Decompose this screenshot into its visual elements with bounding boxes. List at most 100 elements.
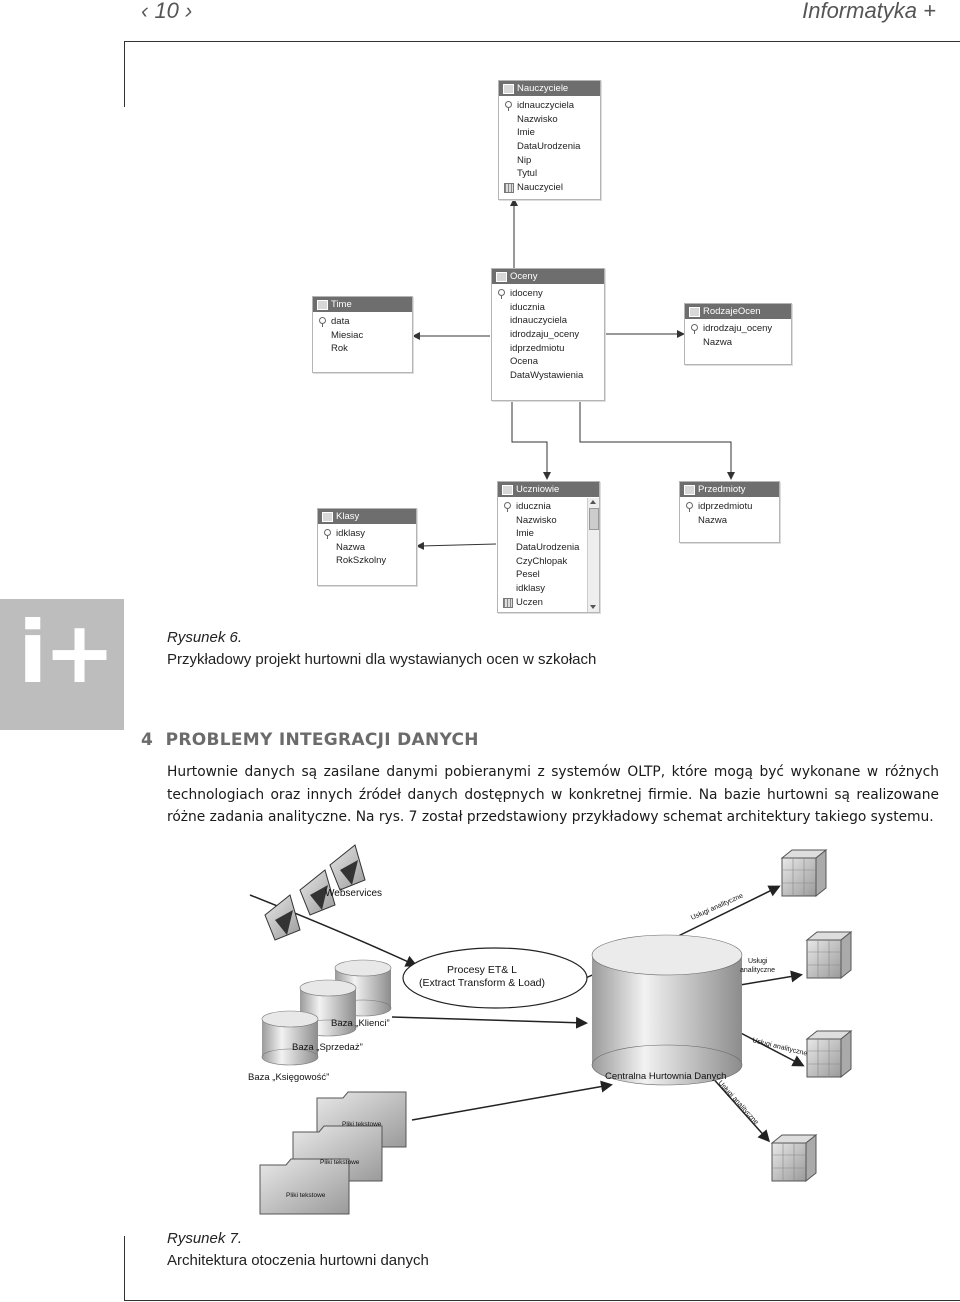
journal-title: Informatyka +	[802, 0, 936, 23]
connector-uczniowie-klasy	[416, 541, 497, 550]
table-field-label: Rok	[331, 343, 348, 355]
table-field-label: Miesiac	[331, 329, 364, 341]
arrow-central-cube4	[709, 1074, 770, 1143]
iplus-badge: i+	[0, 599, 124, 730]
table-field: idklasy	[318, 527, 416, 541]
table-field-label: Imie	[517, 127, 535, 139]
section-number: 4	[141, 730, 154, 750]
table-field: idoceny	[492, 287, 604, 301]
table-title: Nauczyciele	[517, 83, 569, 94]
table-field-label: Pesel	[516, 569, 540, 581]
central-warehouse-label: Centralna Hurtownia Danych	[605, 1071, 726, 1082]
table-field: Nazwa	[685, 336, 791, 350]
scrollbar[interactable]	[587, 498, 599, 612]
etl-label-line1: Procesy ET& L	[447, 964, 517, 976]
calendar-field-icon	[503, 597, 513, 608]
table-field-label: DataUrodzenia	[517, 141, 581, 153]
figure7-label: Rysunek 7.	[167, 1230, 243, 1247]
table-icon	[317, 300, 328, 310]
table-field-label: idprzedmiotu	[510, 342, 565, 354]
table-field: DataUrodzenia	[499, 140, 600, 154]
table-icon	[496, 272, 507, 282]
table-field-label: Uczen	[516, 596, 543, 608]
etl-label-line2: (Extract Transform & Load)	[419, 977, 545, 989]
file-label-3: Pliki tekstowe	[286, 1192, 326, 1199]
table-field: Rok	[313, 342, 412, 356]
arrow-webservices-etl	[249, 894, 418, 967]
primary-key-icon	[505, 101, 512, 111]
table-field-label: idnauczyciela	[517, 100, 575, 111]
table-title: RodzajeOcen	[703, 306, 761, 317]
arrow-db-central	[391, 1016, 588, 1029]
figure6-caption: Przykładowy projekt hurtowni dla wystawi…	[167, 651, 597, 668]
arrow-central-cube2	[739, 970, 803, 986]
table-field: Imie	[498, 527, 599, 541]
table-field: Nazwa	[318, 541, 416, 555]
page-number: ‹ 10 ›	[141, 0, 193, 23]
figure6-label: Rysunek 6.	[167, 629, 243, 646]
table-field: idnauczyciela	[492, 314, 604, 328]
primary-key-icon	[504, 502, 511, 512]
service-label-3: Usługi analityczne	[752, 1037, 809, 1057]
scroll-down-arrow-icon[interactable]	[590, 605, 596, 609]
table-field: Ocena	[492, 355, 604, 369]
table-field: RokSzkolny	[318, 554, 416, 568]
table-field-label: iducznia	[516, 501, 551, 512]
arrow-central-cube3	[734, 1029, 805, 1067]
table-field: iducznia	[498, 500, 599, 514]
table-field: Uczen	[498, 596, 599, 610]
table-field: idnauczyciela	[499, 99, 600, 113]
service-label-2a: Usługi	[748, 958, 768, 965]
scroll-thumb[interactable]	[589, 508, 599, 530]
table-field-label: idprzedmiotu	[698, 501, 753, 512]
table-field-label: idnauczyciela	[510, 315, 568, 327]
central-warehouse-icon	[591, 934, 743, 1086]
table-field: CzyChlopak	[498, 555, 599, 569]
figure7-diagram: Webservices Procesy ET& L (Extract Trans…	[230, 835, 930, 1225]
table-field: iducznia	[492, 301, 604, 315]
table-title: Oceny	[510, 271, 538, 282]
olap-cube-icon	[780, 848, 828, 898]
section-paragraph: Hurtownie danych są zasilane danymi pobi…	[167, 764, 939, 825]
table-icon	[689, 307, 700, 317]
table-field: idprzedmiotu	[492, 342, 604, 356]
primary-key-icon	[319, 317, 326, 327]
db-klienci-label: Baza „Klienci”	[331, 1018, 390, 1029]
figure7-svg: Webservices Procesy ET& L (Extract Trans…	[248, 844, 853, 1215]
table-field-label: idklasy	[516, 583, 546, 595]
table-field: DataUrodzenia	[498, 541, 599, 555]
table-field: DataWystawienia	[492, 369, 604, 383]
table-icon	[502, 485, 513, 495]
scroll-up-arrow-icon[interactable]	[590, 500, 596, 504]
table-field-label: DataWystawienia	[510, 370, 584, 382]
table-field: idprzedmiotu	[680, 500, 779, 514]
table-field: Nip	[499, 154, 600, 168]
table-field: Nauczyciel	[499, 181, 600, 195]
frame-line-left-top	[124, 41, 125, 107]
table-field-label: Nazwisko	[516, 514, 557, 526]
table-field-label: Nauczyciel	[517, 182, 563, 194]
file-label-2: Pliki tekstowe	[320, 1159, 360, 1166]
figure6-connectors	[412, 198, 735, 550]
table-field-label: Nazwa	[703, 336, 733, 348]
table-field-label: Nip	[517, 154, 532, 166]
webservice-icon	[264, 894, 301, 941]
file-label-1: Pliki tekstowe	[342, 1121, 382, 1128]
service-label-4: Usługi analityczne	[717, 1080, 760, 1127]
table-field: Nazwisko	[498, 514, 599, 528]
arrow-files-central	[411, 1080, 613, 1121]
olap-cube-icon	[805, 930, 853, 980]
table-field-label: Ocena	[510, 356, 538, 368]
section-heading: 4 PROBLEMY INTEGRACJI DANYCH	[141, 730, 479, 750]
table-field-label: Imie	[516, 528, 534, 540]
db-ksiegowosc-label: Baza „Księgowość”	[248, 1072, 329, 1083]
